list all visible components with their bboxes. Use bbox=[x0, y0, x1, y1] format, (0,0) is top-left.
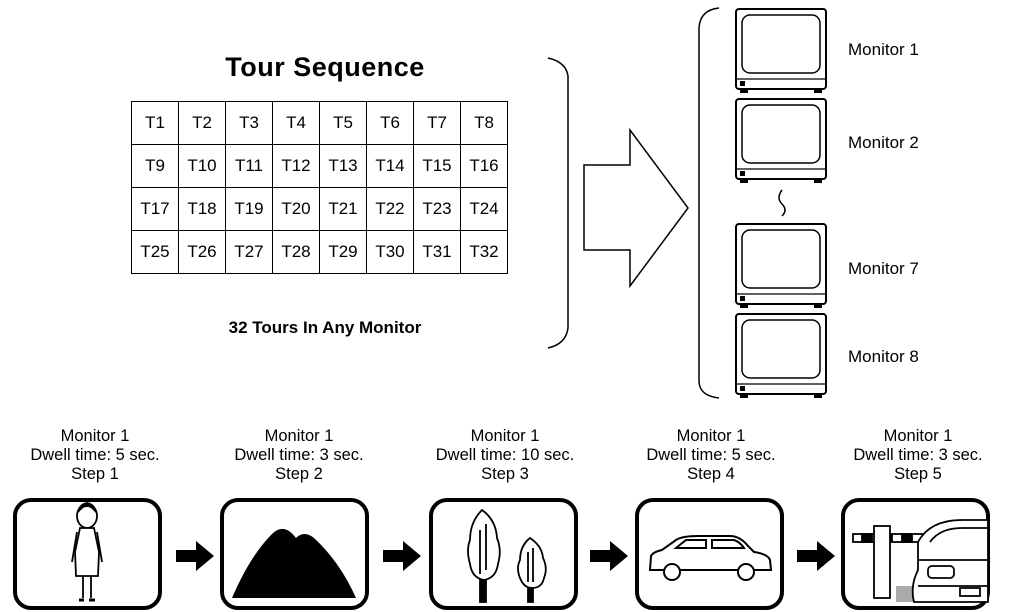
step-dwell: Dwell time: 3 sec. bbox=[853, 446, 983, 464]
ellipsis-tilde-icon bbox=[778, 189, 786, 217]
tour-cell: T24 bbox=[460, 187, 508, 231]
tour-cell: T3 bbox=[225, 101, 273, 145]
tour-cell: T31 bbox=[413, 230, 461, 274]
step-number: Step 2 bbox=[275, 465, 323, 483]
tour-cell: T18 bbox=[178, 187, 226, 231]
step-monitor: Monitor 1 bbox=[676, 427, 746, 445]
tour-cell: T17 bbox=[131, 187, 179, 231]
monitor-routing-diagram bbox=[547, 7, 827, 399]
tour-cell: T28 bbox=[272, 230, 320, 274]
tour-sequence-title: Tour Sequence bbox=[225, 52, 425, 82]
tour-cell: T27 bbox=[225, 230, 273, 274]
step-arrow-icon bbox=[176, 541, 214, 571]
tour-cell: T11 bbox=[225, 144, 273, 188]
tour-cell: T32 bbox=[460, 230, 508, 274]
monitor-bracket bbox=[698, 7, 720, 399]
step-number: Step 1 bbox=[71, 465, 119, 483]
step-arrow-icon bbox=[797, 541, 835, 571]
step-caption: Monitor 1 Dwell time: 3 sec. Step 5 bbox=[828, 427, 1008, 484]
tour-cell: T12 bbox=[272, 144, 320, 188]
step-dwell: Dwell time: 5 sec. bbox=[646, 446, 776, 464]
monitor-icon bbox=[735, 8, 827, 93]
tour-cell: T29 bbox=[319, 230, 367, 274]
step-number: Step 5 bbox=[894, 465, 942, 483]
tour-cell: T1 bbox=[131, 101, 179, 145]
step-caption: Monitor 1 Dwell time: 3 sec. Step 2 bbox=[209, 427, 389, 484]
step-dwell: Dwell time: 5 sec. bbox=[30, 446, 160, 464]
step-monitor: Monitor 1 bbox=[883, 427, 953, 445]
tour-cell: T20 bbox=[272, 187, 320, 231]
tour-cell: T13 bbox=[319, 144, 367, 188]
step-arrow-icon bbox=[383, 541, 421, 571]
step-monitor: Monitor 1 bbox=[60, 427, 130, 445]
tour-bracket bbox=[547, 57, 569, 349]
monitor-icon bbox=[735, 313, 827, 398]
step-caption: Monitor 1 Dwell time: 5 sec. Step 4 bbox=[621, 427, 801, 484]
car-icon bbox=[648, 535, 773, 581]
monitor-icon bbox=[735, 223, 827, 308]
tour-caption: 32 Tours In Any Monitor bbox=[228, 318, 422, 337]
step-arrow-icon bbox=[590, 541, 628, 571]
step-monitor: Monitor 1 bbox=[470, 427, 540, 445]
step-number: Step 4 bbox=[687, 465, 735, 483]
tour-cell: T16 bbox=[460, 144, 508, 188]
tour-cell: T23 bbox=[413, 187, 461, 231]
tour-row: T9 T10 T11 T12 T13 T14 T15 T16 bbox=[131, 144, 508, 188]
monitor-label: Monitor 2 bbox=[848, 133, 919, 152]
step-frame bbox=[13, 498, 162, 610]
tour-row: T17 T18 T19 T20 T21 T22 T23 T24 bbox=[131, 187, 508, 231]
step-monitor: Monitor 1 bbox=[264, 427, 334, 445]
gate-car-icon bbox=[852, 519, 989, 603]
step-caption: Monitor 1 Dwell time: 10 sec. Step 3 bbox=[415, 427, 595, 484]
monitor-label: Monitor 7 bbox=[848, 259, 919, 278]
tour-row: T1 T2 T3 T4 T5 T6 T7 T8 bbox=[131, 101, 508, 145]
tour-cell: T22 bbox=[366, 187, 414, 231]
step-frame bbox=[635, 498, 784, 610]
big-arrow-icon bbox=[583, 127, 689, 289]
step-number: Step 3 bbox=[481, 465, 529, 483]
tour-cell: T25 bbox=[131, 230, 179, 274]
tour-cell: T9 bbox=[131, 144, 179, 188]
step-dwell: Dwell time: 3 sec. bbox=[234, 446, 364, 464]
tour-cell: T2 bbox=[178, 101, 226, 145]
monitor-label: Monitor 8 bbox=[848, 347, 919, 366]
tour-cell: T26 bbox=[178, 230, 226, 274]
tour-cell: T5 bbox=[319, 101, 367, 145]
step-frame bbox=[220, 498, 369, 610]
tour-cell: T14 bbox=[366, 144, 414, 188]
monitor-icon bbox=[735, 98, 827, 183]
step-frame bbox=[429, 498, 578, 610]
step-sequence bbox=[13, 498, 990, 610]
person-icon bbox=[71, 502, 103, 602]
tour-cell: T7 bbox=[413, 101, 461, 145]
step-frame bbox=[841, 498, 990, 610]
trees-icon bbox=[467, 508, 547, 603]
tour-grid: T1 T2 T3 T4 T5 T6 T7 T8 T9 T10 T11 T12 T… bbox=[131, 101, 508, 274]
step-dwell: Dwell time: 10 sec. bbox=[435, 446, 575, 464]
tour-row: T25 T26 T27 T28 T29 T30 T31 T32 bbox=[131, 230, 508, 274]
mountain-icon bbox=[232, 528, 356, 598]
tour-cell: T10 bbox=[178, 144, 226, 188]
monitor-label: Monitor 1 bbox=[848, 40, 919, 59]
step-caption: Monitor 1 Dwell time: 5 sec. Step 1 bbox=[5, 427, 185, 484]
